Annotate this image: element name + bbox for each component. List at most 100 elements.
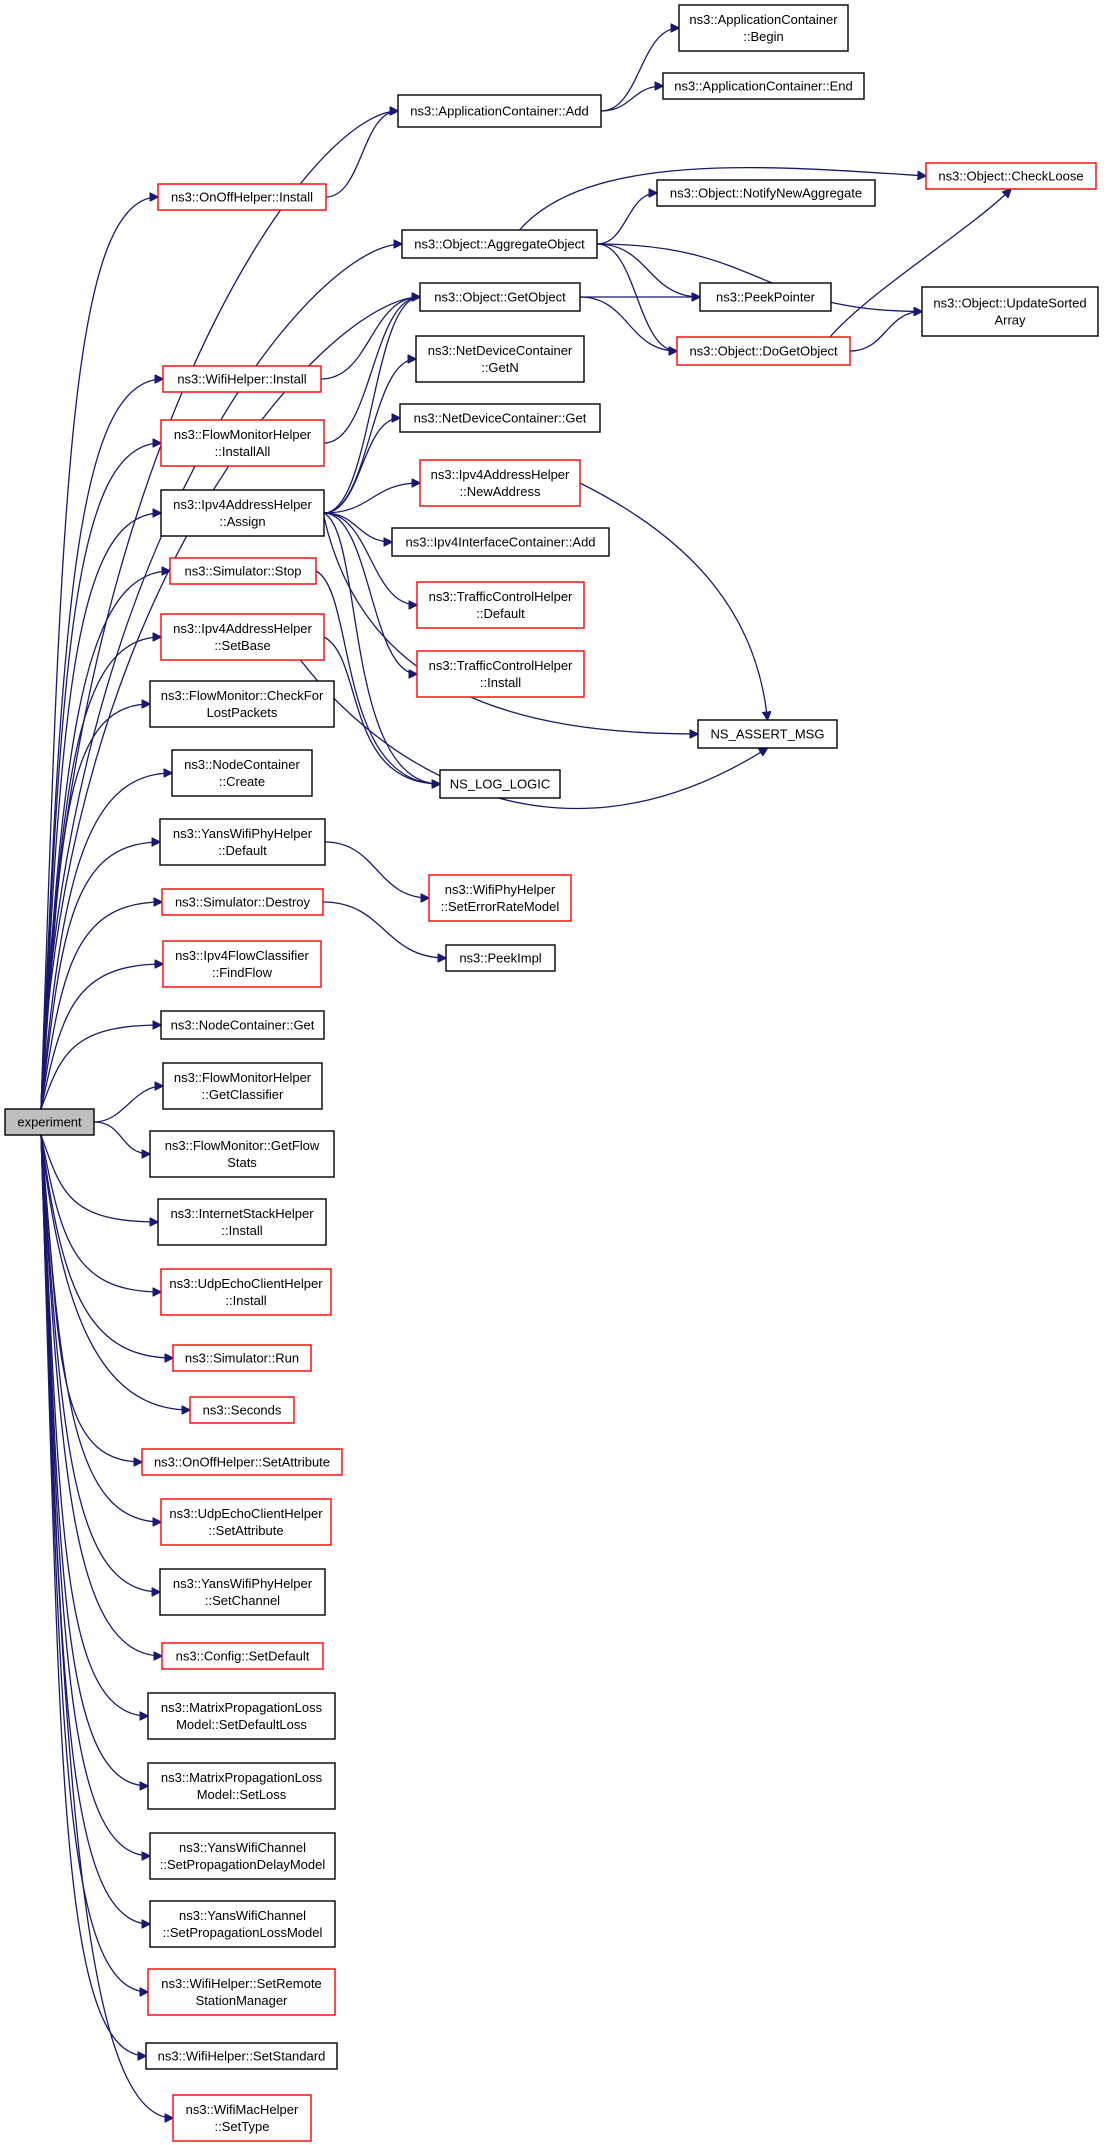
edge-wifihelper_install-to-obj_getobject (320, 297, 420, 380)
node-label: ::Default (218, 843, 267, 858)
edge-obj_aggregate-to-obj_updatesorted (596, 243, 922, 312)
node-label: ns3::NodeContainer (184, 757, 300, 772)
node-box (445, 944, 556, 972)
edge-layer (40, 28, 1011, 2118)
edge-experiment-to-ywph_setchannel (40, 1134, 160, 1592)
node-label: experiment (17, 1115, 82, 1130)
edge-experiment-to-wh_setstandard (40, 1134, 146, 2056)
node-wifihelper_install[interactable]: ns3::WifiHelper::Install (162, 365, 322, 393)
edge-appcont_add-to-appcont_begin (600, 28, 679, 112)
node-label: ::Install (221, 1223, 262, 1238)
node-sim_destroy[interactable]: ns3::Simulator::Destroy (161, 888, 324, 916)
node-tch_install[interactable]: ns3::TrafficControlHelper::Install (416, 650, 585, 698)
node-label: ns3::FlowMonitorHelper (174, 1070, 312, 1085)
node-label: ns3::Simulator::Destroy (175, 895, 311, 910)
node-config_setdefault[interactable]: ns3::Config::SetDefault (161, 1642, 324, 1670)
node-label: ::SetAttribute (208, 1523, 283, 1538)
node-box (161, 1642, 324, 1670)
node-label: ns3::UdpEchoClientHelper (169, 1276, 323, 1291)
node-box (428, 874, 572, 922)
node-label: ns3::ApplicationContainer::End (674, 79, 853, 94)
edge-experiment-to-onoff_setattr (40, 1134, 142, 1462)
edge-obj_aggregate-to-obj_checkloose (519, 166, 927, 231)
node-ipv4fc_findflow[interactable]: ns3::Ipv4FlowClassifier::FindFlow (162, 940, 322, 988)
node-sim_stop[interactable]: ns3::Simulator::Stop (169, 557, 317, 585)
node-box (160, 1010, 325, 1040)
node-seconds[interactable]: ns3::Seconds (189, 1396, 295, 1424)
node-appcont_begin: ns3::ApplicationContainer::Begin (678, 4, 849, 52)
edge-experiment-to-uech_setattr (40, 1134, 161, 1522)
node-uech_setattr[interactable]: ns3::UdpEchoClientHelper::SetAttribute (160, 1498, 332, 1546)
edge-obj_dogetobject-to-obj_checkloose (829, 189, 1011, 338)
node-box (172, 1344, 312, 1372)
node-box (147, 1692, 336, 1740)
node-fmh_installall[interactable]: ns3::FlowMonitorHelper::InstallAll (160, 419, 325, 467)
node-box (415, 335, 585, 383)
node-label: ns3::Object::CheckLoose (938, 169, 1083, 184)
node-wph_seterror[interactable]: ns3::WifiPhyHelper::SetErrorRateModel (428, 874, 572, 922)
node-label: NS_LOG_LOGIC (450, 777, 550, 792)
node-label: ns3::YansWifiChannel (179, 1840, 306, 1855)
edge-ipv4ah_assign-to-netdev_get (323, 418, 400, 514)
node-box (189, 1396, 295, 1424)
node-label: ::SetChannel (205, 1593, 280, 1608)
edge-experiment-to-ipv4fc_findflow (40, 964, 163, 1110)
node-label: ::SetErrorRateModel (441, 899, 560, 914)
node-box (141, 1448, 343, 1476)
node-box (149, 1832, 336, 1880)
node-ipv4ic_add: ns3::Ipv4InterfaceContainer::Add (391, 527, 610, 557)
node-label: ns3::MatrixPropagationLoss (161, 1700, 323, 1715)
node-wmh_settype[interactable]: ns3::WifiMacHelper::SetType (172, 2094, 312, 2142)
node-label: ns3::Ipv4AddressHelper (173, 497, 312, 512)
node-box (147, 1762, 336, 1810)
edge-ywph_default-to-wph_seterror (324, 841, 429, 898)
node-box (4, 1108, 95, 1136)
node-ywph_default: ns3::YansWifiPhyHelper::Default (159, 818, 326, 866)
node-label: ns3::Config::SetDefault (176, 1649, 310, 1664)
node-label: ns3::YansWifiChannel (179, 1908, 306, 1923)
node-sim_run[interactable]: ns3::Simulator::Run (172, 1344, 312, 1372)
node-label: ns3::PeekPointer (716, 290, 816, 305)
node-ns_log_logic: NS_LOG_LOGIC (439, 769, 561, 799)
edge-experiment-to-ywph_default (40, 842, 160, 1110)
node-label: ::Assign (219, 514, 265, 529)
node-label: ::SetPropagationDelayModel (160, 1857, 326, 1872)
edge-experiment-to-ish_install (40, 1134, 158, 1222)
node-label: ::Begin (743, 29, 783, 44)
edge-obj_aggregate-to-peekpointer (596, 243, 700, 297)
node-layer: experiment ns3::ApplicationContainer::Beg… (4, 4, 1099, 2142)
node-box (678, 4, 849, 52)
node-label: ns3::Object::DoGetObject (689, 344, 838, 359)
node-onoff_setattr[interactable]: ns3::OnOffHelper::SetAttribute (141, 1448, 343, 1476)
node-ipv4ah_newaddress[interactable]: ns3::Ipv4AddressHelper::NewAddress (419, 459, 581, 507)
node-label: ns3::Ipv4InterfaceContainer::Add (405, 535, 595, 550)
node-box (161, 888, 324, 916)
node-netdev_getn: ns3::NetDeviceContainer::GetN (415, 335, 585, 383)
node-tch_default[interactable]: ns3::TrafficControlHelper::Default (416, 581, 585, 629)
node-uech_install[interactable]: ns3::UdpEchoClientHelper::Install (160, 1268, 332, 1316)
edge-experiment-to-fmh_getclassifier (93, 1086, 163, 1123)
edge-experiment-to-seconds (40, 1134, 190, 1410)
edge-sim_stop-to-ns_log_logic (315, 570, 440, 784)
edge-obj_aggregate-to-obj_notify (596, 193, 657, 245)
node-box (419, 282, 581, 312)
node-box (439, 769, 561, 799)
edge-experiment-to-wifihelper_install (40, 379, 163, 1110)
node-label: ns3::Ipv4AddressHelper (173, 621, 312, 636)
node-label: ns3::WifiHelper::SetStandard (158, 2049, 326, 2064)
node-obj_dogetobject[interactable]: ns3::Object::DoGetObject (676, 336, 851, 366)
node-box (147, 1968, 336, 2016)
node-label: ::Create (219, 774, 265, 789)
node-onoff_install[interactable]: ns3::OnOffHelper::Install (157, 183, 327, 211)
node-box (149, 1130, 335, 1178)
edge-experiment-to-sim_destroy (40, 902, 162, 1110)
node-ywc_setloss: ns3::YansWifiChannel::SetPropagationLoss… (149, 1900, 336, 1948)
node-label: ns3::UdpEchoClientHelper (169, 1506, 323, 1521)
node-label: LostPackets (207, 705, 278, 720)
edge-experiment-to-nc_create (40, 773, 172, 1110)
node-ipv4ah_setbase[interactable]: ns3::Ipv4AddressHelper::SetBase (160, 613, 325, 661)
node-obj_checkloose[interactable]: ns3::Object::CheckLoose (925, 162, 1097, 190)
